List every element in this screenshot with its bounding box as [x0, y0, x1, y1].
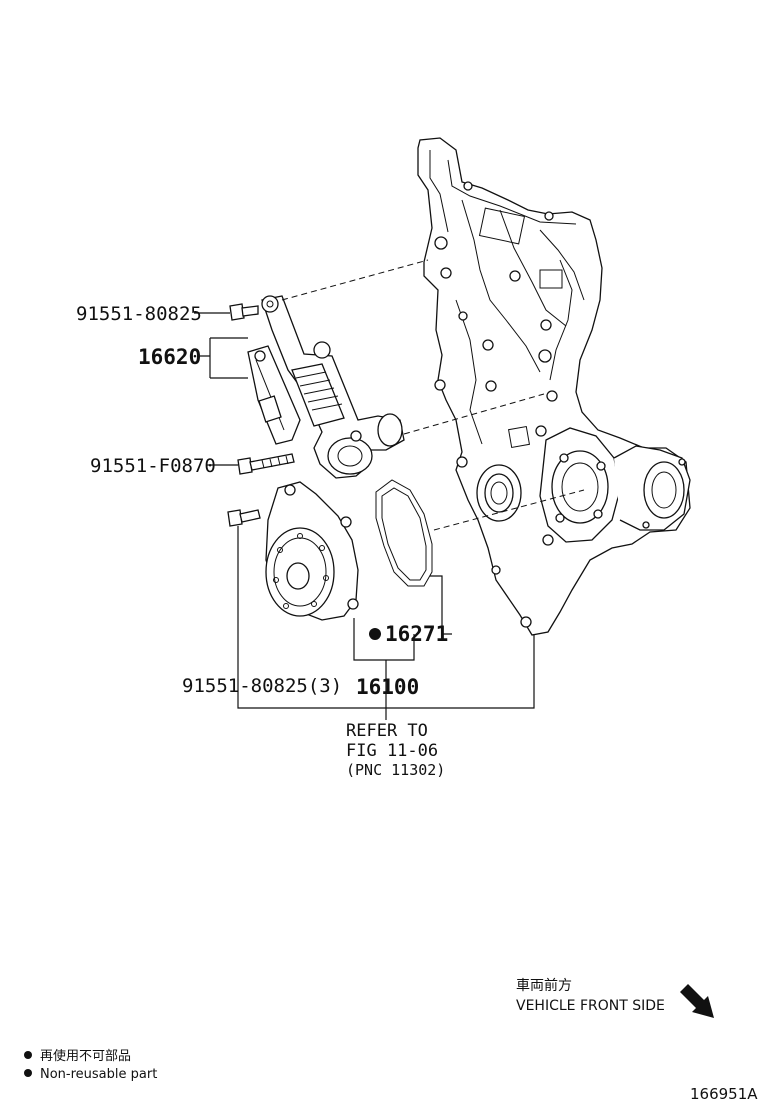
timing-cover-drawing	[417, 137, 691, 636]
legend-japanese: 再使用不可部品	[40, 1048, 131, 1064]
legend-english: Non-reusable part	[40, 1067, 157, 1082]
label-bolt-top: 91551-80825	[76, 303, 202, 325]
tensioner-drawing	[247, 295, 405, 479]
label-tensioner: 16620	[138, 345, 201, 369]
direction-japanese: 車両前方	[516, 977, 572, 994]
illustration-id: 166951A	[690, 1085, 758, 1103]
reference-line-1: REFER TO	[346, 721, 428, 741]
bolt-long-drawing	[237, 453, 295, 475]
label-gasket: 16271	[385, 622, 448, 646]
direction-english: VEHICLE FRONT SIDE	[516, 998, 665, 1014]
front-direction-arrow-icon	[680, 984, 714, 1018]
reference-line-3: (PNC 11302)	[346, 761, 445, 779]
bolt-top-drawing	[229, 303, 259, 321]
water-pump-drawing	[265, 481, 359, 621]
label-water-pump: 16100	[356, 675, 419, 699]
label-bolt-long: 91551-F0870	[90, 455, 216, 477]
legend-dot-icon	[24, 1051, 32, 1059]
reference-line-2: FIG 11-06	[346, 741, 438, 761]
label-pump-bolts: 91551-80825(3)	[182, 675, 342, 697]
bolt-pump-drawing	[227, 509, 261, 527]
legend-dot-icon-2	[24, 1069, 32, 1077]
gasket-drawing	[375, 479, 433, 587]
non-reusable-dot-icon	[369, 628, 381, 640]
